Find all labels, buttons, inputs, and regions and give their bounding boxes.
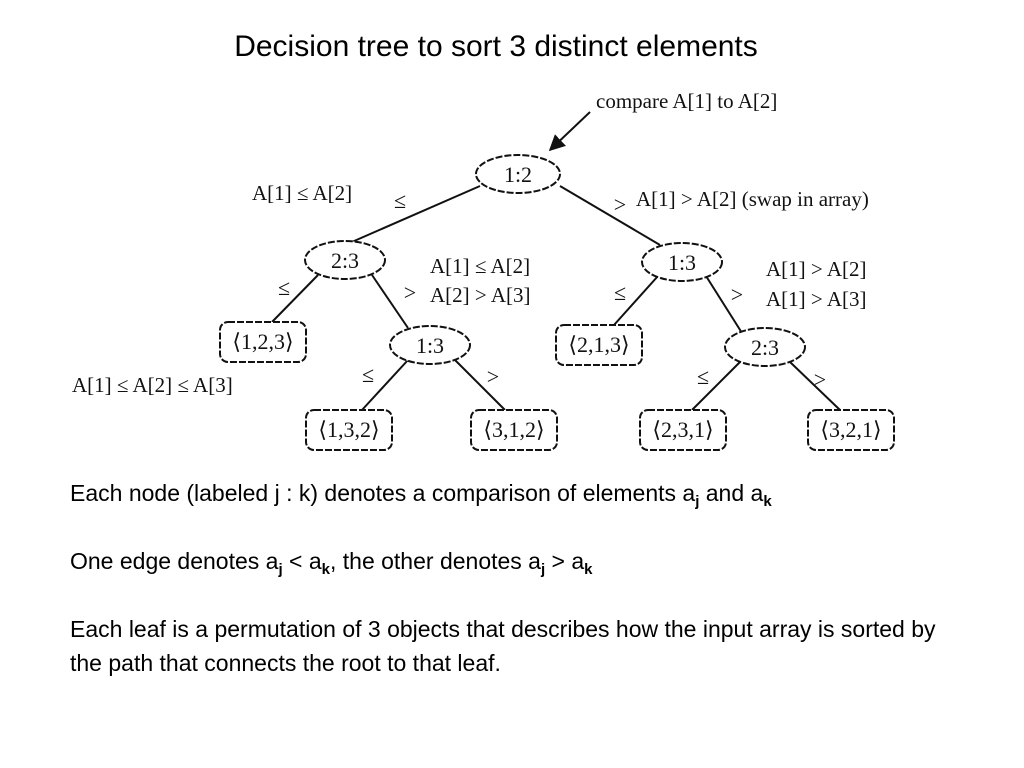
description-edge-meaning: One edge denotes aj < ak, the other deno… xyxy=(70,544,970,578)
node-label: 1:3 xyxy=(668,250,696,275)
leaf-permutation: ⟨1,3,2⟩ xyxy=(305,409,393,451)
edge-23a-right xyxy=(371,274,409,329)
description-text: One edge denotes a xyxy=(70,548,279,574)
subscript-j: j xyxy=(278,561,283,578)
edge-13a-right xyxy=(454,359,506,411)
comparison-node: 1:3 xyxy=(641,242,723,282)
description-text: and a xyxy=(699,480,764,506)
comparison-node: 1:3 xyxy=(389,325,471,365)
leaf-label: ⟨2,1,3⟩ xyxy=(568,332,629,357)
edge-symbol-gt: > xyxy=(404,280,416,305)
description-node-meaning: Each node (labeled j : k) denotes a comp… xyxy=(70,476,970,510)
node-label: 2:3 xyxy=(751,335,779,360)
leaf-permutation: ⟨3,2,1⟩ xyxy=(807,409,895,451)
leaf-label: ⟨2,3,1⟩ xyxy=(652,417,713,442)
node-label: 1:3 xyxy=(416,333,444,358)
decision-tree-diagram: 1:2 2:3 1:3 1:3 2:3 ⟨1,2,3⟩ ⟨2,1,3⟩ ⟨1,3… xyxy=(72,89,895,451)
edge-13b-left xyxy=(613,275,659,326)
edge-symbol-le: ≤ xyxy=(362,362,374,387)
comparison-node: 1:2 xyxy=(475,154,561,194)
leaf-label: ⟨1,2,3⟩ xyxy=(232,329,293,354)
slide-title: Decision tree to sort 3 distinct element… xyxy=(234,30,758,63)
description-text: , the other denotes a xyxy=(329,548,541,574)
edge-23a-left xyxy=(271,274,319,323)
leaf-label: ⟨1,3,2⟩ xyxy=(318,417,379,442)
node-label: 2:3 xyxy=(331,248,359,273)
mid-left-annotation-1: A[1] ≤ A[2] xyxy=(430,254,530,278)
root-right-annotation: A[1] > A[2] (swap in array) xyxy=(636,187,869,211)
edge-symbol-gt: > xyxy=(614,192,626,217)
edge-23b-right xyxy=(789,361,841,411)
edge-symbol-le: ≤ xyxy=(697,364,709,389)
root-pointer-arrow xyxy=(548,111,591,152)
subscript-j: j xyxy=(540,561,546,578)
leaf-permutation: ⟨1,2,3⟩ xyxy=(219,321,307,363)
node-label: 1:2 xyxy=(504,162,532,187)
edge-symbol-gt: > xyxy=(487,364,499,389)
root-annotation: compare A[1] to A[2] xyxy=(596,89,777,113)
description-text: > a xyxy=(545,548,585,574)
description-text: < a xyxy=(282,548,322,574)
edge-13b-right xyxy=(705,275,743,334)
mid-right-annotation-1: A[1] > A[2] xyxy=(766,257,867,281)
leaf-permutation: ⟨2,3,1⟩ xyxy=(639,409,727,451)
comparison-node: 2:3 xyxy=(304,240,386,280)
mid-left-annotation-2: A[2] > A[3] xyxy=(430,283,531,307)
edge-symbol-gt: > xyxy=(731,282,743,307)
mid-right-annotation-2: A[1] > A[3] xyxy=(766,287,867,311)
edge-symbol-le: ≤ xyxy=(394,188,406,213)
edge-root-left xyxy=(344,185,481,246)
edge-13a-left xyxy=(361,359,409,411)
leaf-permutation: ⟨3,1,2⟩ xyxy=(470,409,558,451)
subscript-k: k xyxy=(321,561,330,578)
edge-symbol-le: ≤ xyxy=(614,280,626,305)
description-text: Each node (labeled j : k) denotes a comp… xyxy=(70,480,696,506)
edge-root-right xyxy=(559,185,661,246)
subscript-k: k xyxy=(763,493,772,510)
subscript-j: j xyxy=(695,493,700,510)
leaf-label: ⟨3,1,2⟩ xyxy=(483,417,544,442)
subscript-k: k xyxy=(584,561,593,578)
edge-symbol-gt: > xyxy=(814,367,826,392)
comparison-node: 2:3 xyxy=(724,327,806,367)
leaf-label: ⟨3,2,1⟩ xyxy=(820,417,881,442)
tree-edges xyxy=(271,111,841,411)
description-leaf-meaning: Each leaf is a permutation of 3 objects … xyxy=(70,616,936,676)
leaf-permutation: ⟨2,1,3⟩ xyxy=(555,324,643,366)
root-left-annotation: A[1] ≤ A[2] xyxy=(252,181,352,205)
edge-23b-left xyxy=(691,361,741,411)
edge-symbol-le: ≤ xyxy=(278,275,290,300)
sorted-path-annotation: A[1] ≤ A[2] ≤ A[3] xyxy=(72,373,233,397)
